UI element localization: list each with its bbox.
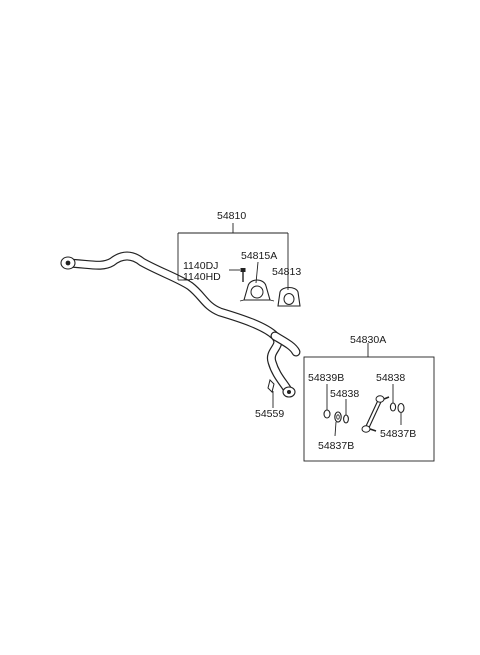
- bracket-leader: [255, 261, 259, 284]
- label-link-nut-left: 54839B: [308, 372, 344, 384]
- bolt-part[interactable]: [240, 268, 246, 282]
- link-washer-left[interactable]: [334, 411, 342, 423]
- bushing-left-leader: [334, 421, 337, 437]
- link-assembly-box: [303, 343, 435, 462]
- bushing-part[interactable]: [277, 286, 301, 307]
- link-nut-left[interactable]: [323, 409, 331, 419]
- label-stabilizer-bar: 54810: [217, 210, 246, 222]
- label-link-bushing-right: 54837B: [380, 428, 416, 440]
- label-bolt-b: 1140HD: [183, 271, 221, 283]
- link-washer-right[interactable]: [389, 402, 397, 412]
- label-bolt-a: 1140DJ: [183, 260, 218, 272]
- bar-bolt-part[interactable]: [267, 379, 275, 393]
- label-link-washer-right: 54838: [376, 372, 405, 384]
- label-bracket: 54815A: [241, 250, 277, 262]
- link-bushing-left[interactable]: [343, 414, 349, 424]
- link-bushing-right[interactable]: [397, 402, 405, 414]
- label-link-bushing-left: 54837B: [318, 440, 354, 452]
- stabilizer-bar[interactable]: [60, 251, 301, 398]
- stabilizer-callout: [177, 223, 289, 290]
- label-link-washer-left: 54838: [330, 388, 359, 400]
- label-bar-bolt: 54559: [255, 408, 284, 420]
- label-link-assembly: 54830A: [350, 334, 386, 346]
- stabilizer-link[interactable]: [361, 395, 390, 433]
- bracket-part[interactable]: [239, 279, 275, 302]
- label-bushing: 54813: [272, 266, 301, 278]
